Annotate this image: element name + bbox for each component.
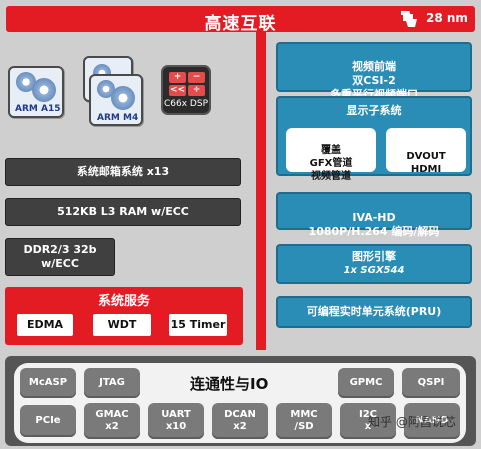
gmac-label: GMAC x2: [95, 409, 129, 432]
overlay-pipeline-label: 覆盖 GFX管道 视频管道: [309, 145, 353, 182]
arm-m4-label: ARM M4: [97, 113, 139, 123]
mmc-sd-chip: MMC /SD: [276, 403, 332, 439]
video-front-end-label: 视频前端 双CSI-2 多重平行视频端口: [330, 60, 418, 101]
dvout-hdmi-block: DVOUT HDMI: [386, 128, 466, 175]
mcasp-chip: McASP: [20, 368, 76, 398]
arm-a15-core: ARM A15: [8, 66, 64, 118]
timer-block: 15 Timer: [169, 314, 227, 336]
pcie-label: PCIe: [35, 415, 61, 426]
i2c-label: I2C x: [358, 409, 378, 432]
ddr-block: DDR2/3 32b w/ECC: [5, 238, 115, 276]
mmc-sd-label: MMC /SD: [290, 409, 318, 432]
l3-ram-block: 512KB L3 RAM w/ECC: [5, 198, 241, 226]
system-services-title: 系统服务: [97, 294, 150, 309]
gear-icon: [16, 72, 36, 92]
dcan-chip: DCAN x2: [212, 403, 268, 439]
system-services-panel: 系统服务 EDMA WDT 15 Timer: [5, 287, 243, 345]
c66x-dsp-core: + − << ÷ C66x DSP: [161, 65, 211, 115]
pru-block: 可编程实时单元系统(PRU): [276, 296, 472, 328]
iva-hd-block: IVA-HD 1080P/H.264 编码/解码: [276, 192, 472, 238]
process-node-label: 28 nm: [426, 11, 468, 25]
watermark: 知乎 @阿昌说芯: [368, 415, 456, 429]
graphics-engine-block: 图形引擎 1x SGX544: [276, 244, 472, 284]
arm-a15-label: ARM A15: [15, 104, 61, 114]
high-speed-interconnect-bar: 高速互联 28 nm: [6, 6, 475, 34]
overlay-pipeline-block: 覆盖 GFX管道 视频管道: [286, 128, 376, 182]
gear-icon: [32, 78, 56, 102]
nand-chip: NAND: [404, 403, 460, 439]
interconnect-title: 高速互联: [204, 14, 277, 34]
dcan-label: DCAN x2: [224, 409, 256, 432]
edma-block: EDMA: [17, 314, 73, 336]
mcasp-label: McASP: [28, 377, 68, 388]
jtag-label: JTAG: [99, 377, 125, 388]
mailbox-block: 系统邮箱系统 x13: [5, 158, 241, 186]
i2c-chip: I2C x: [340, 403, 396, 439]
video-front-end-block: 视频前端 双CSI-2 多重平行视频端口: [276, 42, 472, 101]
gmac-chip: GMAC x2: [84, 403, 140, 439]
graphics-engine-sub: 1x SGX544: [343, 265, 405, 276]
dsp-key: <<: [169, 85, 186, 96]
uart-label: UART x10: [161, 409, 191, 432]
ti-logo-icon: [401, 10, 417, 27]
dsp-key: −: [188, 72, 205, 83]
l3-ram-label: 512KB L3 RAM w/ECC: [57, 205, 189, 218]
dsp-label: C66x DSP: [164, 99, 208, 109]
qspi-chip: QSPI: [402, 368, 460, 398]
uart-chip: UART x10: [148, 403, 204, 439]
iva-hd-label: IVA-HD 1080P/H.264 编码/解码: [308, 211, 440, 238]
gear-icon: [111, 86, 135, 110]
mailbox-label: 系统邮箱系统 x13: [76, 165, 170, 178]
dvout-hdmi-label: DVOUT HDMI: [406, 151, 446, 175]
arm-m4-core: ARM M4: [89, 74, 143, 126]
pcie-chip: PCIe: [20, 405, 76, 437]
pru-label: 可编程实时单元系统(PRU): [306, 305, 442, 318]
calculator-icon: + − << ÷: [169, 72, 205, 96]
dsp-key: +: [169, 72, 186, 83]
gpmc-chip: GPMC: [338, 368, 394, 398]
graphics-engine-title: 图形引擎: [352, 250, 396, 263]
qspi-label: QSPI: [417, 377, 445, 388]
ddr-label: DDR2/3 32b w/ECC: [23, 243, 97, 270]
gear-icon: [97, 80, 115, 98]
wdt-block: WDT: [93, 314, 151, 336]
jtag-chip: JTAG: [84, 368, 140, 398]
interconnect-spine: [256, 32, 266, 350]
dsp-key: ÷: [188, 85, 205, 96]
connectivity-io-title: 连通性与IO: [190, 375, 269, 393]
display-subsystem-title: 显示子系统: [346, 104, 402, 117]
display-subsystem-block: 显示子系统 覆盖 GFX管道 视频管道 DVOUT HDMI: [276, 96, 472, 182]
nand-label: NAND: [415, 415, 449, 426]
gpmc-label: GPMC: [349, 377, 383, 388]
